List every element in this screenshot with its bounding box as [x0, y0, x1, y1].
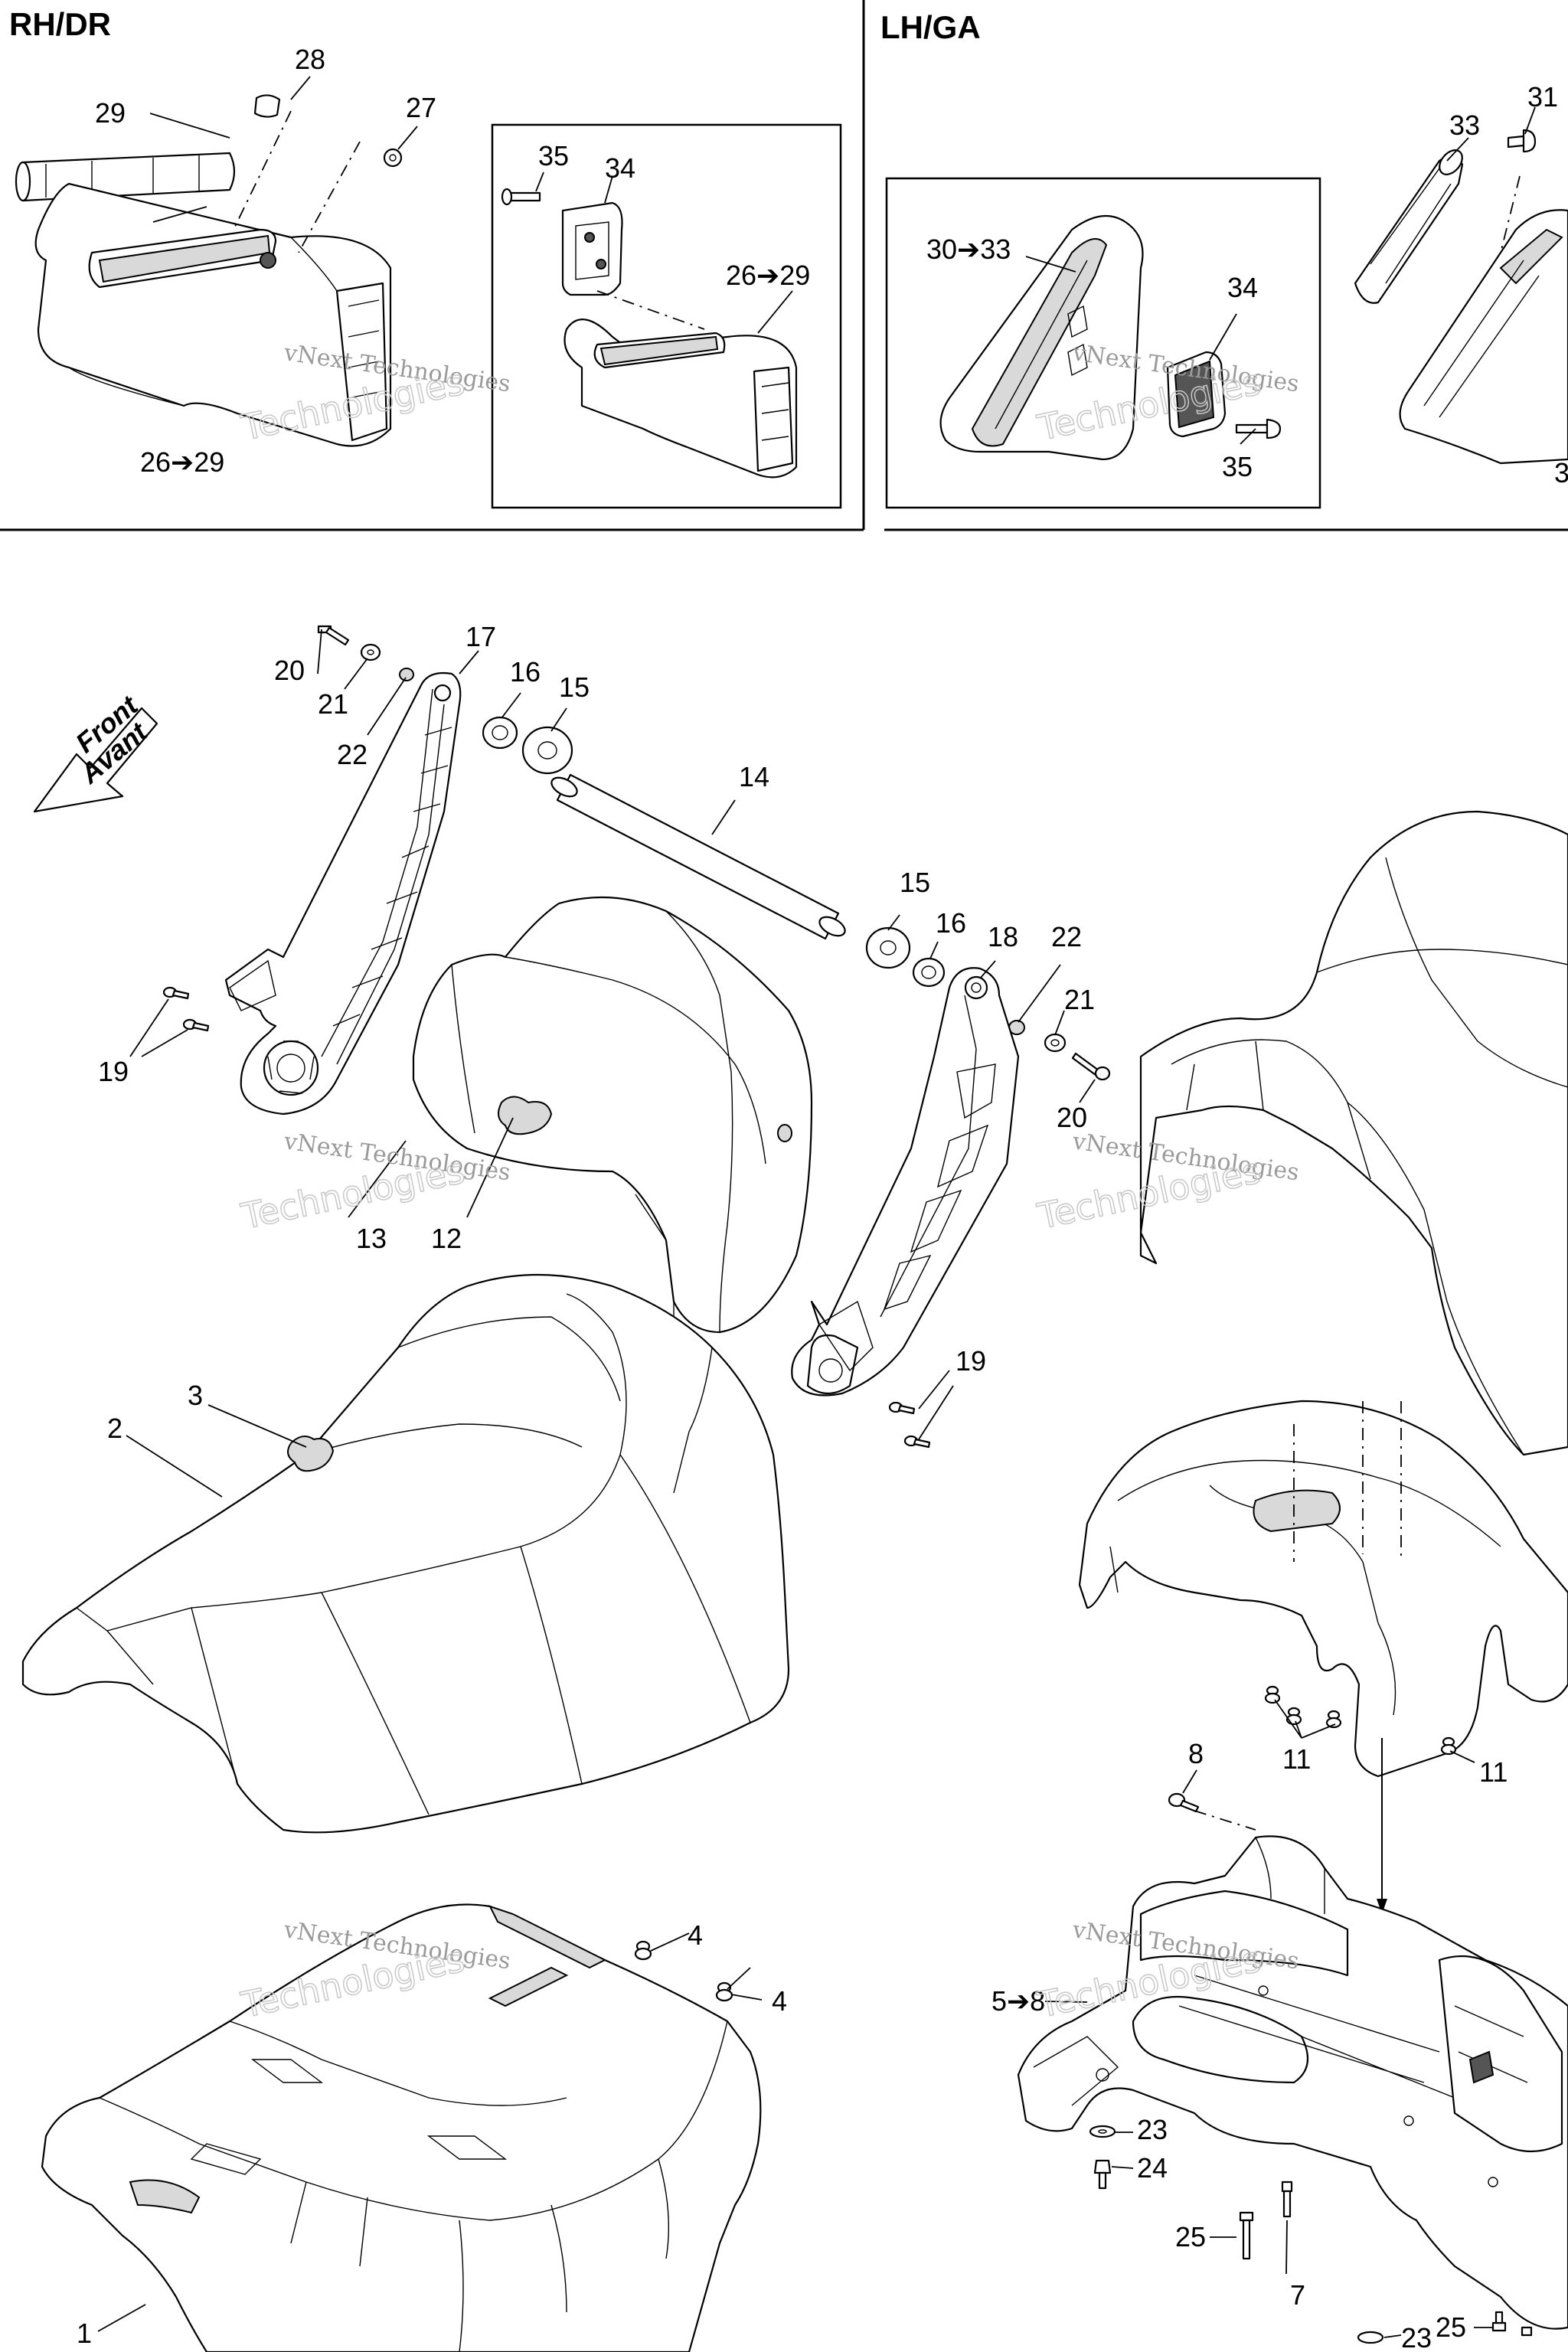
right-hardware-stack — [865, 926, 1111, 1081]
header-rh-dr: RH/DR — [9, 6, 111, 42]
lh-handle-right — [1399, 209, 1568, 465]
callout-35-a: 35 — [538, 140, 569, 172]
callout-13: 13 — [356, 1223, 387, 1254]
callout-4-a: 4 — [688, 1919, 703, 1951]
callout-12: 12 — [431, 1223, 462, 1254]
callout-14: 14 — [739, 761, 769, 792]
bracket-17-left — [224, 671, 462, 1116]
callout-7: 7 — [1290, 2279, 1305, 2311]
callout-1: 1 — [77, 2318, 92, 2349]
callout-5-8: 5➔8 — [991, 1985, 1045, 2017]
seat-base-frame — [1017, 1835, 1568, 2330]
callout-29: 29 — [95, 97, 126, 129]
rh-inset-handle — [501, 188, 798, 479]
callout-23-a: 23 — [1137, 2114, 1168, 2145]
callout-20-b: 20 — [1057, 1102, 1087, 1133]
leader-lines — [97, 76, 1536, 2338]
callout-30-33: 30➔33 — [926, 234, 1011, 265]
callout-26-29-a: 26➔29 — [140, 446, 224, 478]
lh-inset-handle — [939, 214, 1282, 461]
callout-22-b: 22 — [1051, 921, 1082, 952]
callout-15-b: 15 — [900, 867, 930, 898]
callout-25-b: 25 — [1436, 2311, 1466, 2343]
seat-base-hardware — [1089, 2125, 1533, 2344]
callout-19-b: 19 — [956, 1345, 986, 1377]
callout-4-b: 4 — [772, 1985, 787, 2017]
callout-21-b: 21 — [1064, 984, 1095, 1015]
callout-34-a: 34 — [605, 152, 635, 184]
callout-35-b: 35 — [1222, 451, 1253, 482]
bolts-19-left — [162, 986, 210, 1032]
lh-grip — [1354, 129, 1537, 304]
callout-11-b: 11 — [1479, 1756, 1508, 1788]
callout-16-a: 16 — [510, 656, 541, 688]
callout-31: 31 — [1527, 81, 1558, 113]
callout-8: 8 — [1188, 1738, 1204, 1769]
callout-34-b: 34 — [1227, 272, 1258, 303]
callout-18: 18 — [988, 921, 1018, 952]
callout-22-a: 22 — [337, 739, 368, 770]
left-hardware-stack — [317, 625, 573, 775]
callout-3: 3 — [188, 1380, 203, 1411]
section-frame — [0, 0, 1568, 531]
shaft-14 — [550, 773, 846, 940]
callout-19-a: 19 — [98, 1056, 129, 1087]
callout-23-b: 23 — [1401, 2322, 1432, 2352]
callout-28: 28 — [295, 44, 325, 75]
part-27-nut — [383, 148, 403, 168]
callout-25-a: 25 — [1175, 2221, 1206, 2252]
callout-15-a: 15 — [559, 671, 590, 703]
header-lh-ga: LH/GA — [880, 9, 981, 45]
rear-seat-shell — [1078, 1400, 1568, 1778]
rh-grip-handle — [15, 94, 392, 447]
seat-pan-1 — [41, 1903, 762, 2352]
backrest-12 — [412, 896, 813, 1334]
callout-16-b: 16 — [936, 907, 966, 939]
rear-seat-upper — [1139, 810, 1568, 1456]
callout-2: 2 — [107, 1413, 122, 1444]
callout-20-a: 20 — [274, 655, 305, 686]
callout-3-edge: 3 — [1554, 457, 1568, 488]
seat-cushion-2 — [21, 1273, 790, 1834]
bolts-19-right — [888, 1401, 931, 1449]
callout-11-a: 11 — [1282, 1743, 1311, 1775]
front-arrow[interactable]: Front Avant — [33, 688, 158, 813]
callout-17: 17 — [466, 621, 496, 652]
callout-21-a: 21 — [318, 688, 348, 720]
down-arrow — [1377, 1738, 1387, 1914]
callout-labels: 29 28 27 26➔29 35 34 26➔29 33 31 30➔33 3… — [77, 44, 1568, 2352]
callout-27: 27 — [406, 92, 436, 123]
screw-8 — [1168, 1792, 1200, 1813]
callout-24: 24 — [1137, 2152, 1168, 2184]
callout-26-29-b: 26➔29 — [726, 260, 810, 291]
callout-33: 33 — [1449, 109, 1480, 141]
bracket-18-right — [791, 967, 1020, 1396]
